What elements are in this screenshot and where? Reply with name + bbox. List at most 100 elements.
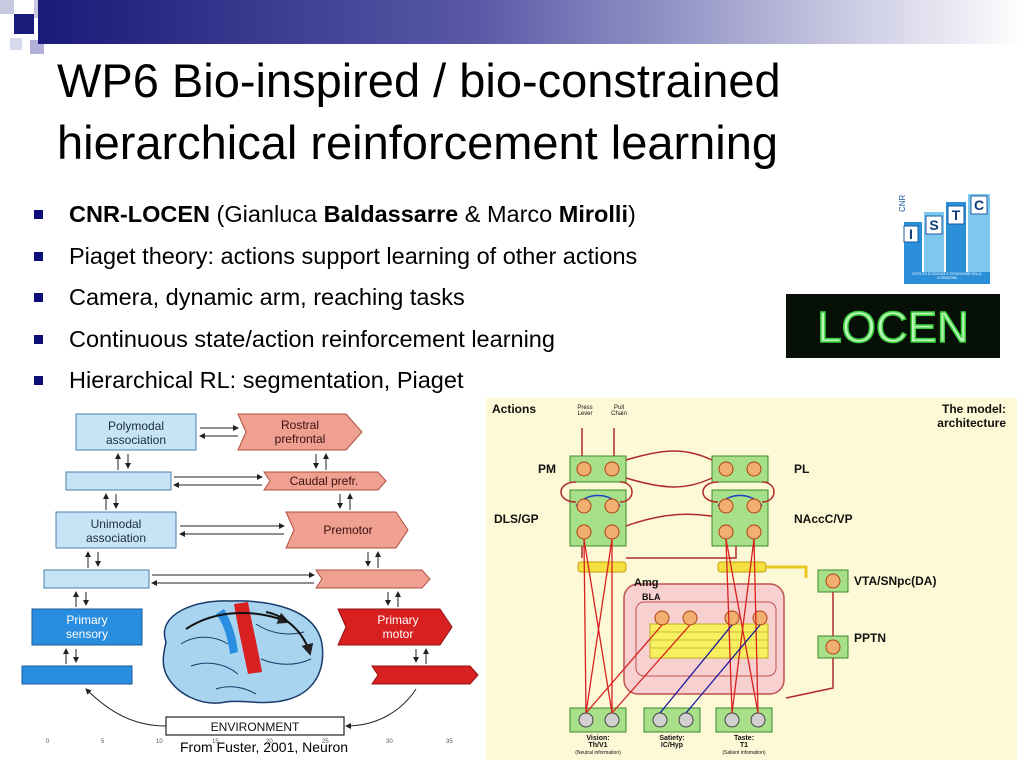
bullet-item: CNR-LOCEN (Gianluca Baldassarre & Marco … xyxy=(30,196,637,238)
motor-to-env-arrow xyxy=(345,688,417,729)
brain-icon xyxy=(162,600,324,704)
nacc-module xyxy=(711,489,769,547)
locen-logo: LOCEN xyxy=(786,294,1000,358)
input-nodes xyxy=(578,712,766,728)
right-vertical-arrows xyxy=(313,453,429,664)
pl-label: PL xyxy=(794,462,809,476)
vision-sub-label: (Neutral information) xyxy=(575,750,621,756)
primary-sensory-box xyxy=(31,608,143,646)
svg-text:20: 20 xyxy=(266,739,273,745)
caudal-box xyxy=(263,471,387,491)
left-vertical-arrows xyxy=(63,453,131,664)
bullet-text: Piaget theory: actions support learning … xyxy=(69,242,638,269)
bullet-item: Hierarchical RL: segmentation, Piaget xyxy=(30,362,637,404)
taste-label: Taste:T1 xyxy=(734,735,754,749)
bullet-item: Continuous state/action reinforcement le… xyxy=(30,321,637,363)
svg-text:15: 15 xyxy=(212,739,219,745)
bullet-text: (Gianluca xyxy=(210,201,324,227)
bullet-text: Camera, dynamic arm, reaching tasks xyxy=(69,284,465,310)
vta-node xyxy=(825,573,841,589)
istc-footer-text: ISTITUTO DI SCIENZE E TECNOLOGIE DELLA C… xyxy=(912,272,982,280)
premotor-label: Premotor xyxy=(323,523,372,537)
scale-ticks: 0 5 10 15 20 25 30 35 xyxy=(46,739,453,745)
svg-text:35: 35 xyxy=(446,739,453,745)
motor-interface-box xyxy=(315,569,431,589)
unimodal-box xyxy=(55,511,177,549)
vta-label: VTA/SNpc(DA) xyxy=(854,574,936,588)
amg-label: Amg xyxy=(634,577,658,589)
istc-side-text: CNR xyxy=(898,194,907,212)
polymodal-box xyxy=(75,413,197,451)
bullet-bold-text: CNR-LOCEN xyxy=(69,201,210,227)
bullet-text: ) xyxy=(627,201,636,227)
bullet-square-icon xyxy=(34,293,43,302)
bullet-square-icon xyxy=(34,251,43,261)
premotor-box xyxy=(285,511,409,549)
locen-logo-text: LOCEN xyxy=(817,303,969,352)
horizontal-arrows xyxy=(151,425,315,586)
istc-letter-s: S xyxy=(929,217,938,233)
slide-title: WP6 Bio-inspired / bio-constrained hiera… xyxy=(57,50,997,174)
pptn-label: PPTN xyxy=(854,631,886,645)
svg-text:30: 30 xyxy=(386,739,393,745)
istc-logo: CNR I S T C ISTITUTO DI SCIENZE E TECNOL… xyxy=(898,194,992,284)
satiety-label: Satiety:IC/Hyp xyxy=(659,735,684,749)
bullet-square-icon xyxy=(34,210,43,219)
dls-module xyxy=(569,489,627,547)
actions-label: Actions xyxy=(492,402,536,416)
bullet-text: Continuous state/action reinforcement le… xyxy=(69,325,555,352)
svg-text:10: 10 xyxy=(156,739,163,745)
da-pathway xyxy=(766,565,808,578)
title-line-1: WP6 Bio-inspired / bio-constrained xyxy=(57,54,781,107)
model-title: The model:architecture xyxy=(937,402,1006,430)
svg-text:5: 5 xyxy=(101,739,105,745)
taste-sub-label: (Salient infomation) xyxy=(722,750,765,756)
motor-output-box xyxy=(371,665,479,685)
istc-letter-c: C xyxy=(974,197,984,213)
rostral-box xyxy=(237,413,363,451)
pm-label: PM xyxy=(538,462,556,476)
bullet-bold-text: Baldassarre xyxy=(323,201,459,227)
association-box xyxy=(65,471,172,491)
sensory-interface-box xyxy=(43,569,150,589)
title-gradient-bar xyxy=(38,0,1024,44)
model-background xyxy=(486,398,1017,760)
pm-module xyxy=(569,455,627,483)
bullet-text: Hierarchical RL: segmentation, Piaget xyxy=(69,367,464,393)
bullet-list: CNR-LOCEN (Gianluca Baldassarre & Marco … xyxy=(30,196,637,404)
bullet-item: Camera, dynamic arm, reaching tasks xyxy=(30,279,637,321)
istc-letter-i: I xyxy=(909,226,913,242)
svg-text:0: 0 xyxy=(46,739,50,745)
bullet-square-icon xyxy=(34,334,43,344)
bullet-square-icon xyxy=(34,376,43,385)
figure-credit: From Fuster, 2001, Neuron xyxy=(180,739,349,755)
bla-label: BLA xyxy=(642,592,661,602)
environment-label: ENVIRONMENT xyxy=(211,720,300,734)
vta-pptn-link xyxy=(785,592,834,699)
yellow-bar-left xyxy=(577,561,627,573)
istc-letter-t: T xyxy=(952,207,961,223)
pptn-node xyxy=(825,639,841,655)
vision-label: Vision:Th/V1 xyxy=(586,735,609,749)
bullet-item: Piaget theory: actions support learning … xyxy=(30,238,637,280)
input-to-striatum-connections xyxy=(583,538,759,714)
svg-text:25: 25 xyxy=(322,739,329,745)
env-to-sensory-arrow xyxy=(85,688,167,727)
caudal-label: Caudal prefr. xyxy=(290,474,359,488)
bullet-text: & Marco xyxy=(458,201,559,227)
title-line-2: hierarchical reinforcement learning xyxy=(57,116,779,169)
sensory-input-box xyxy=(21,665,133,685)
satiety-connections xyxy=(659,624,761,714)
primary-motor-box xyxy=(337,608,453,646)
cortico-striatal-loops xyxy=(560,428,775,559)
dls-label: DLS/GP xyxy=(494,512,539,526)
